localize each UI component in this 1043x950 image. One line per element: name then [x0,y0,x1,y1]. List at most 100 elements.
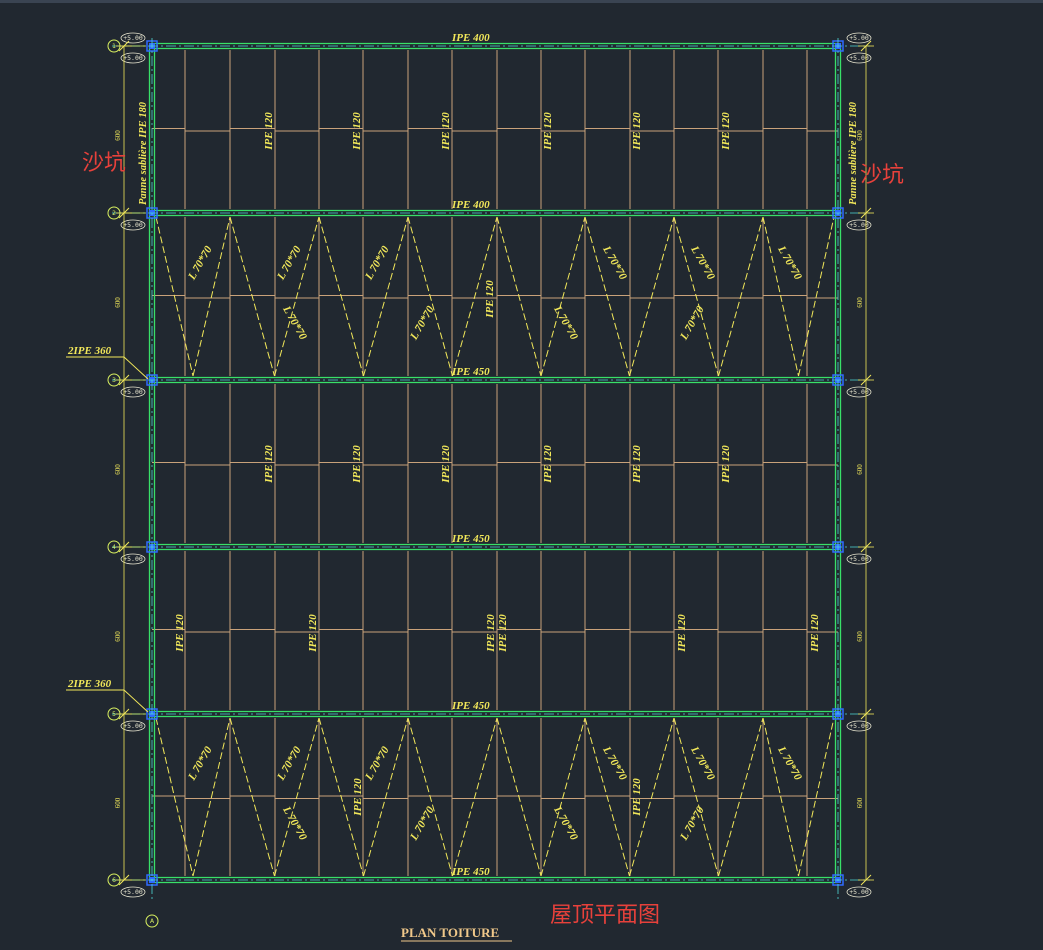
elevation-tag [846,386,872,398]
elevation-tag [846,553,872,565]
grid-bubble [145,914,159,928]
grid-bubble-label: 6 [112,877,116,884]
brace-label: L 70*70 [678,804,707,843]
brace-line [762,216,799,377]
main-beam-label: IPE 450 [451,866,490,878]
elevation-label: +5.00 [123,888,143,896]
elevation-label: +5.00 [849,34,869,42]
brace-label: L 70*70 [688,243,717,282]
brace-line [192,717,231,877]
purlin-label: IPE 120 [440,445,452,484]
brace-line [452,216,498,377]
brace-label: L 70*70 [363,744,392,783]
dimension-label: 600 [856,464,864,475]
brace-line [318,717,364,877]
elevation-tag [120,553,146,565]
purlin-label: IPE 120 [440,112,452,151]
sand-pit-note-right: 沙坑 [860,163,904,188]
elevation-label: +5.00 [123,555,143,563]
elevation-label: +5.00 [849,388,869,396]
elevation-label: +5.00 [849,555,869,563]
brace-label: L 70*70 [275,744,304,783]
purlin-label: IPE 120 [497,614,509,653]
brace-line [673,216,719,377]
purlin-label: IPE 120 [351,112,363,151]
dimension-label: 600 [114,797,122,808]
brace-line [318,216,364,377]
grid-bubble-label: 3 [112,377,116,384]
elevation-tag [846,32,872,44]
main-beam-label: IPE 450 [451,533,490,545]
main-beam-label: IPE 400 [451,32,490,44]
brace-label: L 70*70 [280,303,309,342]
brace-line [629,717,675,877]
brace-line [363,717,409,877]
purlin-label: IPE 120 [307,614,319,653]
brace-line [363,216,409,377]
elevation-label: +5.00 [123,34,143,42]
brace-label: L 70*70 [363,244,392,283]
brace-label: L 70*70 [775,243,804,282]
elevation-tag [120,32,146,44]
grid-bubble-label: 1 [112,43,116,50]
brace-label: L 70*70 [600,744,629,783]
elevation-label: +5.00 [123,221,143,229]
elevation-tag [846,52,872,64]
brace-line [229,717,275,877]
callout-label: 2IPE 360 [67,345,112,357]
elevation-tag [120,886,146,898]
elevation-tag [846,886,872,898]
elevation-tag [120,720,146,732]
dimension-label: 600 [856,130,864,141]
brace-label: L 70*70 [600,243,629,282]
grid-bubble-label: 4 [112,544,116,551]
dimension-label: 600 [856,297,864,308]
drawing-title-cn: 屋顶平面图 [550,903,660,928]
brace-line [584,216,630,377]
callout-2ipe360-upper: 2IPE 360 [66,345,149,380]
brace-line [274,216,320,377]
main-beam-label: IPE 450 [451,700,490,712]
window-top-border [0,0,1043,3]
elevation-tag [120,219,146,231]
brace-line [407,216,453,377]
brace-line [584,717,630,877]
grid-bubble-label: A [150,918,155,925]
purlin-label: IPE 120 [542,112,554,151]
purlin-label: IPE 120 [485,614,497,653]
bracing-layer [155,216,835,877]
main-beam-label: IPE 450 [451,366,490,378]
purlin-label: IPE 120 [484,280,496,319]
purlin-label: IPE 120 [676,614,688,653]
brace-label: L 70*70 [186,744,215,783]
brace-label: L 70*70 [275,244,304,283]
brace-line [407,717,453,877]
purlin-label: IPE 120 [631,778,643,817]
eave-purlin-label-right: Panne sablière IPE 180 [848,101,859,205]
brace-label: L 70*70 [408,804,437,843]
brace-line [540,216,586,377]
brace-label: L 70*70 [688,744,717,783]
grid-bubble-label: 2 [112,210,116,217]
purlin-label: IPE 120 [631,445,643,484]
main-beam-label: IPE 400 [451,199,490,211]
sand-pit-note-left: 沙坑 [82,151,126,176]
elevation-label: +5.00 [123,54,143,62]
brace-line [798,717,835,877]
purlin-label: IPE 120 [809,614,821,653]
purlin-label: IPE 120 [174,614,186,653]
brace-line [718,717,764,877]
brace-line [496,717,542,877]
elevation-label: +5.00 [849,888,869,896]
purlin-label: IPE 120 [352,778,364,817]
purlin-label: IPE 120 [720,445,732,484]
elevation-label: +5.00 [123,388,143,396]
dimension-label: 600 [114,631,122,642]
elevation-label: +5.00 [849,221,869,229]
elevation-label: +5.00 [123,722,143,730]
drawing-title: PLAN TOITURE [401,925,499,940]
callout-2ipe360-lower: 2IPE 360 [66,678,149,713]
elevation-label: +5.00 [849,722,869,730]
